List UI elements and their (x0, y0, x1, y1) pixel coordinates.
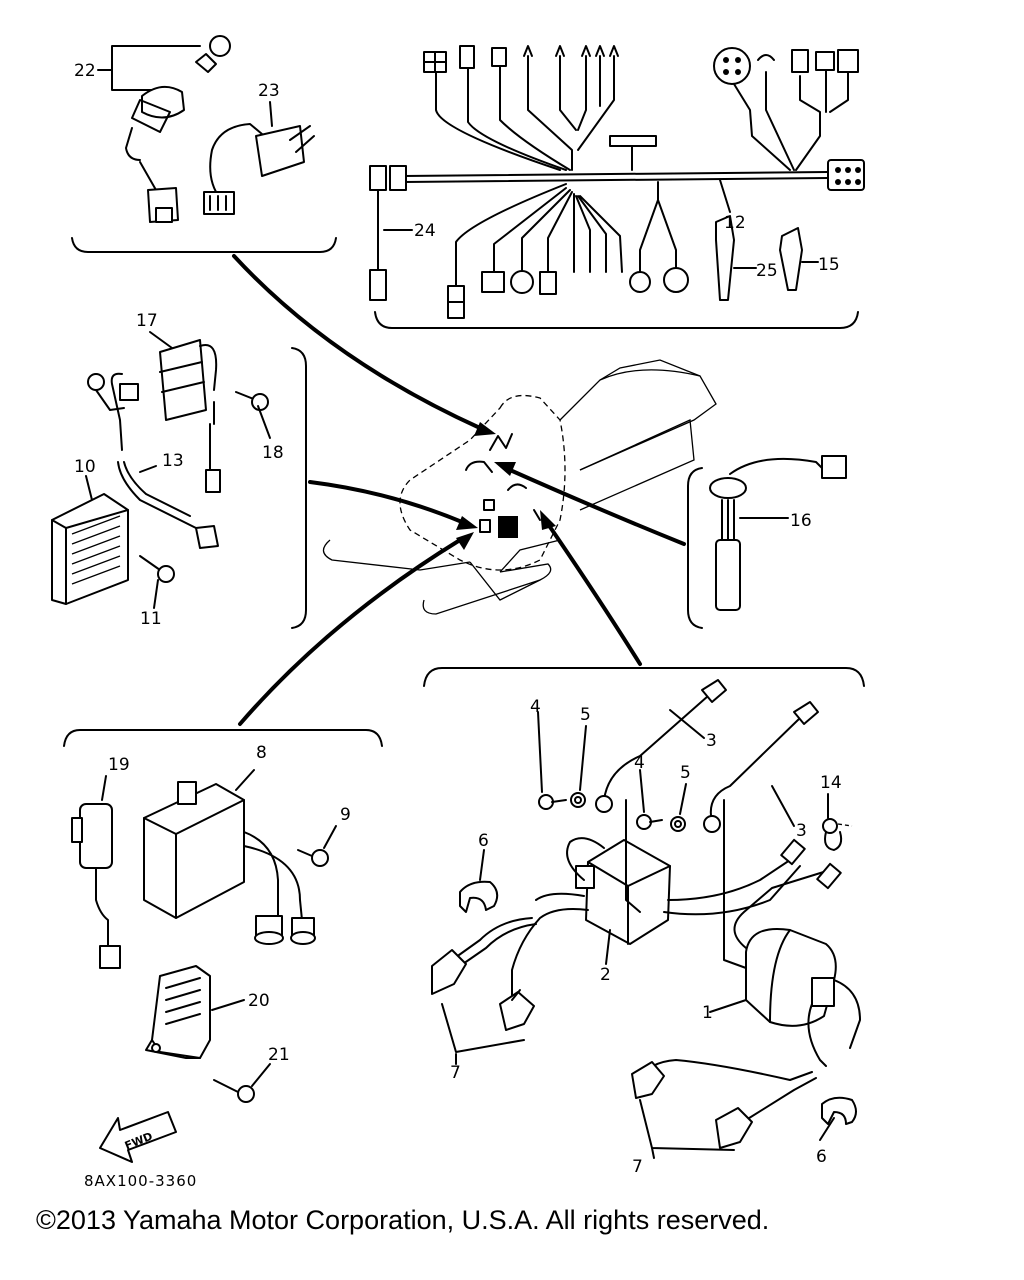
callout-6b: 6 (816, 1147, 827, 1167)
callout-labels: 22 23 24 12 25 15 17 18 10 13 11 16 19 8… (74, 61, 842, 1190)
part-10-rectifier (51, 475, 129, 605)
callout-23: 23 (258, 81, 280, 101)
part-1-ignition-coil (709, 799, 861, 1067)
callout-6a: 6 (478, 831, 489, 851)
part-11-bolt (139, 555, 175, 609)
part-25-15-keys (715, 215, 819, 301)
callout-13: 13 (162, 451, 184, 471)
part-6-clamps (459, 849, 857, 1141)
callout-7b: 7 (632, 1157, 643, 1177)
callout-18: 18 (262, 443, 284, 463)
callout-7a: 7 (450, 1063, 461, 1083)
part-23-switch (203, 123, 315, 215)
callout-3b: 3 (796, 821, 807, 841)
part-7-plug-caps-left (431, 917, 537, 1065)
callout-14: 14 (820, 773, 842, 793)
callout-19: 19 (108, 755, 130, 775)
callout-1: 1 (702, 1003, 713, 1023)
copyright-notice: ©2013 Yamaha Motor Corporation, U.S.A. A… (36, 1205, 770, 1235)
part-16-thermo (709, 455, 847, 611)
callout-24: 24 (414, 221, 436, 241)
fwd-arrow (99, 1111, 177, 1163)
part-7-plug-caps-right (631, 1059, 817, 1159)
callout-12: 12 (724, 213, 746, 233)
callout-9: 9 (340, 805, 351, 825)
callout-11: 11 (140, 609, 162, 629)
leader-arrows (232, 254, 686, 726)
exploded-parts-diagram: 22 23 24 12 25 15 17 18 10 13 11 16 19 8… (51, 35, 865, 1190)
part-17-relay (87, 331, 221, 493)
part-19-condenser (71, 775, 121, 969)
part-21-screw (213, 1063, 271, 1103)
part-18-screw (235, 391, 271, 439)
part-14-clip (822, 793, 853, 851)
callout-20: 20 (248, 991, 270, 1011)
part-3-plug-leads (595, 679, 819, 833)
callout-21: 21 (268, 1045, 290, 1065)
callout-4a: 4 (530, 697, 541, 717)
part-13-lead (117, 461, 219, 549)
part-8-cdi-unit (143, 769, 316, 945)
callout-25: 25 (756, 261, 778, 281)
part-22-main-switch (111, 35, 231, 223)
callout-2: 2 (600, 965, 611, 985)
part-20-bracket (145, 965, 245, 1059)
part-2-ignition-coil (511, 799, 806, 1001)
group-brackets (63, 237, 865, 747)
callout-3a: 3 (706, 731, 717, 751)
callout-5b: 5 (680, 763, 691, 783)
part-code: 8AX100-3360 (84, 1172, 197, 1190)
part-12-wire-harness (369, 45, 865, 319)
callout-5a: 5 (580, 705, 591, 725)
callout-15: 15 (818, 255, 840, 275)
callout-8: 8 (256, 743, 267, 763)
snowmobile-outline (322, 359, 717, 615)
callout-17: 17 (136, 311, 158, 331)
callout-22: 22 (74, 61, 96, 81)
callout-4b: 4 (634, 753, 645, 773)
callout-16: 16 (790, 511, 812, 531)
part-9-screw (297, 825, 337, 867)
part-4-5-screws-washers (537, 711, 687, 832)
callout-10: 10 (74, 457, 96, 477)
